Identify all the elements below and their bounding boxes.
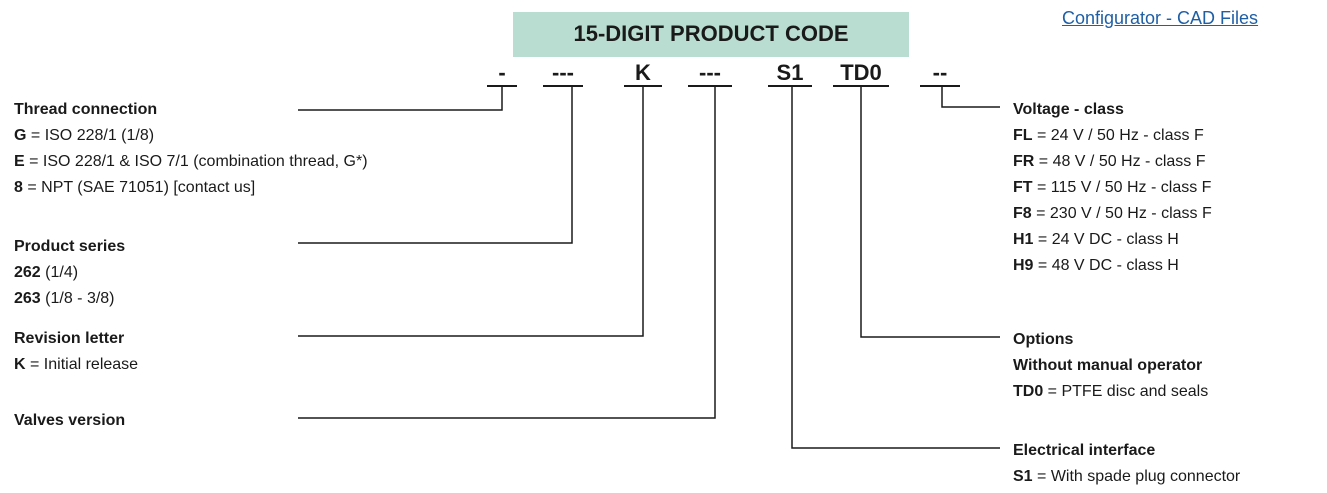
series-option: 263 (1/8 - 3/8) [14, 286, 125, 312]
electrical-option: S1 = With spade plug connector [1013, 464, 1240, 490]
options-subheading: Without manual operator [1013, 357, 1203, 374]
code-segment-voltage: -- [932, 60, 948, 85]
voltage-desc: = 230 V / 50 Hz - class F [1031, 205, 1212, 222]
product-code-header [513, 12, 909, 57]
electrical-interface-group: Electrical interface S1 = With spade plu… [1013, 438, 1240, 490]
options-heading: Options [1013, 331, 1074, 348]
code-segment-thread: - [498, 60, 506, 85]
voltage-desc: = 48 V DC - class H [1033, 257, 1179, 274]
configurator-cad-link[interactable]: Configurator - CAD Files [1062, 8, 1259, 28]
thread-option: G = ISO 228/1 (1/8) [14, 123, 368, 149]
connector-electrical [791, 87, 1000, 449]
voltage-option: H1 = 24 V DC - class H [1013, 227, 1212, 253]
revision-option: K = Initial release [14, 352, 138, 378]
product-series-group: Product series 262 (1/4) 263 (1/8 - 3/8) [14, 234, 125, 312]
voltage-desc: = 115 V / 50 Hz - class F [1032, 179, 1212, 196]
code-segment-options: TD0 [840, 60, 882, 85]
voltage-class-heading: Voltage - class [1013, 101, 1124, 118]
thread-option: 8 = NPT (SAE 71051) [contact us] [14, 175, 368, 201]
product-series-heading: Product series [14, 238, 126, 255]
code-underline-thread [487, 85, 517, 87]
options-code: TD0 [1013, 383, 1044, 400]
series-code: 263 [14, 290, 41, 307]
options-option: TD0 = PTFE disc and seals [1013, 379, 1208, 405]
voltage-code: H1 [1013, 231, 1034, 248]
code-underline-voltage [920, 85, 960, 87]
options-group: Options Without manual operator TD0 = PT… [1013, 327, 1208, 405]
voltage-code: H9 [1013, 257, 1034, 274]
voltage-desc: = 24 V DC - class H [1033, 231, 1179, 248]
voltage-code: FT [1013, 179, 1033, 196]
revision-letter-heading: Revision letter [14, 330, 125, 347]
connector-revision [298, 87, 644, 337]
voltage-class-group: Voltage - class FL = 24 V / 50 Hz - clas… [1013, 97, 1212, 279]
code-underline-version [688, 85, 732, 87]
thread-desc: = NPT (SAE 71051) [contact us] [22, 179, 256, 196]
thread-connection-group: Thread connection G = ISO 228/1 (1/8) E … [14, 97, 368, 201]
thread-option: E = ISO 228/1 & ISO 7/1 (combination thr… [14, 149, 368, 175]
code-segment-electrical: S1 [776, 60, 804, 85]
revision-code: K [14, 356, 26, 373]
thread-desc: = ISO 228/1 & ISO 7/1 (combination threa… [24, 153, 368, 170]
electrical-code: S1 [1013, 468, 1033, 485]
voltage-desc: = 24 V / 50 Hz - class F [1032, 127, 1204, 144]
voltage-option: FR = 48 V / 50 Hz - class F [1013, 149, 1212, 175]
connector-series [298, 87, 573, 244]
voltage-code: FL [1013, 127, 1033, 144]
voltage-option: FL = 24 V / 50 Hz - class F [1013, 123, 1212, 149]
thread-code: 8 [14, 179, 23, 196]
voltage-desc: = 48 V / 50 Hz - class F [1034, 153, 1206, 170]
valves-version-heading: Valves version [14, 412, 126, 429]
voltage-code: F8 [1013, 205, 1032, 222]
code-underline-revision [624, 85, 662, 87]
electrical-interface-heading: Electrical interface [1013, 442, 1156, 459]
connector-options [860, 87, 1000, 338]
voltage-option: H9 = 48 V DC - class H [1013, 253, 1212, 279]
voltage-option: FT = 115 V / 50 Hz - class F [1013, 175, 1212, 201]
series-desc: (1/4) [40, 264, 79, 281]
thread-desc: = ISO 228/1 (1/8) [26, 127, 155, 144]
thread-connection-heading: Thread connection [14, 101, 158, 118]
voltage-code: FR [1013, 153, 1035, 170]
code-underline-options [833, 85, 889, 87]
options-desc: = PTFE disc and seals [1043, 383, 1209, 400]
series-option: 262 (1/4) [14, 260, 125, 286]
connector-thread [298, 87, 503, 111]
thread-code: E [14, 153, 25, 170]
connector-voltage [941, 87, 1000, 108]
code-underline-series [543, 85, 583, 87]
revision-desc: = Initial release [25, 356, 139, 373]
series-desc: (1/8 - 3/8) [40, 290, 115, 307]
code-segment-series: --- [552, 60, 574, 85]
code-underline-electrical [768, 85, 812, 87]
product-code-title: 15-DIGIT PRODUCT CODE [573, 21, 849, 46]
thread-code: G [14, 127, 27, 144]
code-segment-revision: K [635, 60, 651, 85]
connector-version [298, 87, 716, 419]
voltage-option: F8 = 230 V / 50 Hz - class F [1013, 201, 1212, 227]
valves-version-group: Valves version [14, 408, 125, 434]
revision-letter-group: Revision letter K = Initial release [14, 326, 138, 378]
series-code: 262 [14, 264, 41, 281]
electrical-desc: = With spade plug connector [1032, 468, 1241, 485]
code-segment-version: --- [699, 60, 721, 85]
